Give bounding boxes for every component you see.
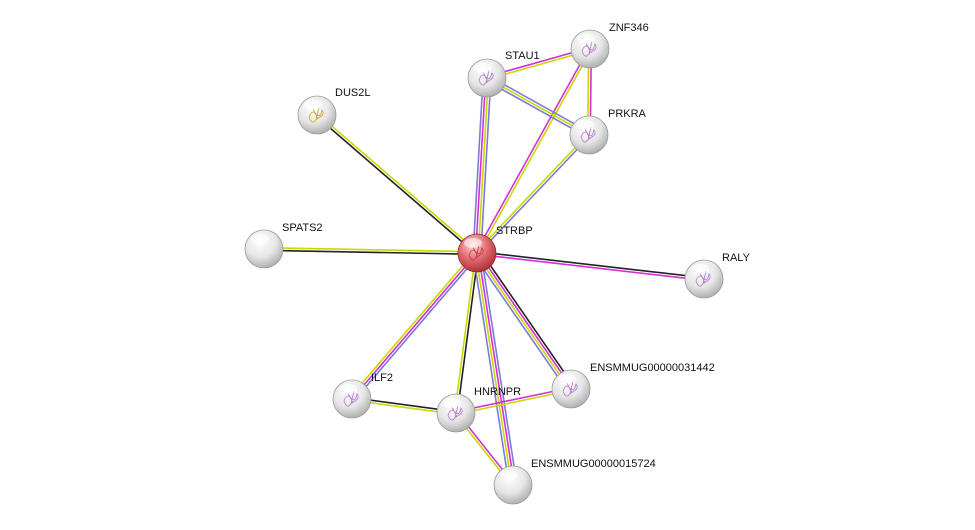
- edge-evidence-line: [477, 49, 592, 255]
- edge-evidence-line: [475, 47, 590, 253]
- edge-evidence-line: [472, 77, 484, 253]
- protein-structure-icon: [562, 380, 578, 397]
- edge-evidence-line: [480, 78, 492, 254]
- bubble-highlight: [558, 374, 576, 384]
- protein-structure-icon: [580, 126, 596, 143]
- edge-evidence-line: [263, 249, 477, 256]
- node-label: ENSMMUG00000031442: [590, 362, 715, 374]
- bubble-highlight: [691, 264, 709, 274]
- edge-evidence-line: [477, 251, 573, 389]
- edge-evidence-line: [472, 253, 510, 486]
- edge-evidence-line: [480, 252, 518, 485]
- bubble-highlight: [577, 34, 595, 44]
- edge-evidence-line: [475, 133, 589, 253]
- node-label: ILF2: [371, 372, 393, 384]
- edge-evidence-line: [264, 246, 478, 253]
- edge-strbp-spats2[interactable]: [263, 246, 478, 256]
- edge-evidence-line: [475, 253, 571, 391]
- protein-structure-icon: [343, 390, 359, 407]
- edge-stau1-prkra[interactable]: [485, 75, 591, 138]
- protein-structure-icon: [581, 40, 597, 57]
- protein-structure-icon: [695, 270, 711, 287]
- node-znf346[interactable]: ZNF346: [570, 22, 649, 69]
- edge-strbp-prkra[interactable]: [475, 133, 591, 255]
- bubble-highlight: [443, 398, 461, 408]
- edge-evidence-line: [477, 135, 591, 255]
- edge-strbp-raly[interactable]: [476, 250, 705, 282]
- node-label: ENSMMUG00000015724: [531, 458, 656, 470]
- edge-evidence-line: [456, 389, 572, 416]
- node-label: SPATS2: [282, 222, 323, 234]
- edge-evidence-line: [479, 250, 575, 388]
- edge-evidence-line: [477, 252, 516, 485]
- edge-strbp-ensmmug00000031442[interactable]: [473, 250, 575, 392]
- node-label: STRBP: [496, 225, 533, 237]
- bubble-highlight: [339, 384, 357, 394]
- edge-strbp-dus2l[interactable]: [315, 113, 479, 255]
- edge-evidence-line: [351, 252, 478, 400]
- edge-strbp-ilf2[interactable]: [349, 250, 480, 402]
- node-strbp[interactable]: STRBP: [457, 225, 533, 273]
- edge-evidence-line: [315, 115, 477, 255]
- node-ensmmug00000015724[interactable]: ENSMMUG00000015724: [493, 458, 656, 505]
- bubble-highlight: [474, 63, 492, 73]
- protein-structure-icon: [447, 404, 463, 421]
- edge-strbp-znf346[interactable]: [475, 47, 592, 255]
- node-dus2l[interactable]: DUS2L: [297, 87, 370, 135]
- node-spats2[interactable]: SPATS2: [244, 222, 323, 269]
- bubble-highlight: [304, 100, 322, 110]
- node-stau1[interactable]: STAU1: [467, 50, 540, 98]
- edge-strbp-ensmmug00000015724[interactable]: [472, 252, 518, 486]
- edge-evidence-line: [453, 252, 477, 413]
- node-prkra[interactable]: PRKRA: [569, 108, 647, 155]
- edge-evidence-line: [487, 75, 591, 134]
- edge-hnrnpr-ensmmug00000031442[interactable]: [455, 386, 572, 416]
- node-hnrnpr[interactable]: HNRNPR: [436, 386, 521, 433]
- bubble-highlight: [500, 470, 518, 480]
- node-ilf2[interactable]: ILF2: [332, 372, 393, 419]
- edge-evidence-line: [474, 253, 513, 486]
- node-label: ZNF346: [609, 22, 649, 34]
- edge-strbp-stau1[interactable]: [472, 77, 492, 254]
- protein-structure-icon: [478, 69, 494, 86]
- protein-structure-icon: [308, 106, 324, 123]
- node-label: STAU1: [505, 50, 540, 62]
- edge-evidence-line: [455, 386, 571, 413]
- edge-evidence-line: [349, 250, 476, 398]
- edge-strbp-hnrnpr[interactable]: [453, 252, 480, 414]
- edge-evidence-line: [474, 77, 487, 253]
- edge-evidence-line: [486, 77, 590, 136]
- bubble-highlight: [251, 234, 269, 244]
- edge-evidence-line: [456, 253, 480, 414]
- bubble-highlight: [464, 238, 482, 248]
- node-label: PRKRA: [608, 108, 647, 120]
- edge-evidence-line: [485, 79, 589, 138]
- protein-structure-icon: [468, 244, 484, 261]
- bubble-highlight: [576, 120, 594, 130]
- edge-evidence-line: [317, 113, 479, 253]
- edge-evidence-line: [476, 253, 704, 282]
- edge-evidence-line: [477, 78, 490, 254]
- node-ensmmug00000031442[interactable]: ENSMMUG00000031442: [551, 362, 715, 409]
- node-raly[interactable]: RALY: [684, 252, 751, 299]
- node-label: RALY: [722, 252, 751, 264]
- edge-evidence-line: [477, 250, 705, 279]
- edge-evidence-line: [473, 254, 569, 392]
- edge-evidence-line: [353, 254, 480, 402]
- node-label: DUS2L: [335, 87, 370, 99]
- node-label: HNRNPR: [474, 386, 521, 398]
